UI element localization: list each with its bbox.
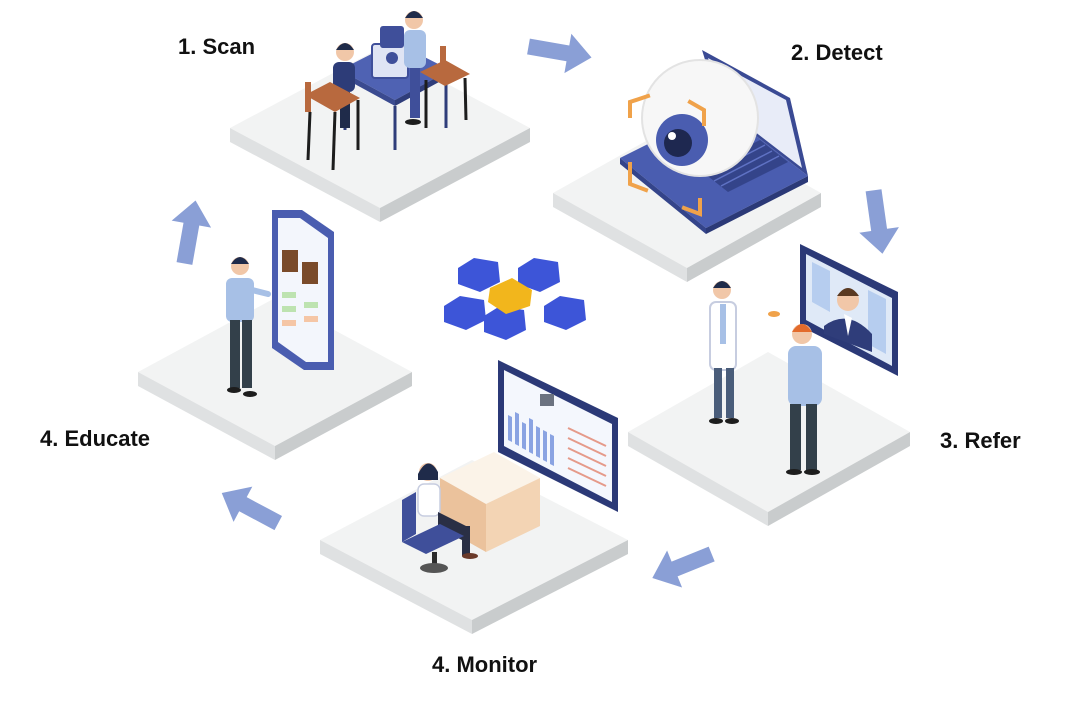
- cycle-arrows: [171, 33, 899, 588]
- step-label-educate: 4. Educate: [40, 426, 151, 451]
- arrow-refer-to-monitor-icon: [652, 546, 715, 588]
- step-label-monitor: 4. Monitor: [432, 652, 538, 677]
- step-label-scan: 1. Scan: [178, 34, 256, 59]
- platform-refer: [628, 352, 910, 526]
- step-label-refer: 3. Refer: [940, 428, 1021, 453]
- platform-educate: [138, 298, 412, 460]
- dashboard-monitor-icon: [402, 360, 618, 573]
- arrow-scan-to-detect-icon: [527, 33, 592, 74]
- eye-detect-laptop-icon: [620, 50, 808, 234]
- eye-scan-station-icon: [305, 11, 470, 171]
- step-label-detect: 2. Detect: [791, 40, 883, 65]
- doctor-teleconsult-icon: [709, 244, 898, 475]
- arrow-monitor-to-educate-icon: [221, 486, 283, 531]
- arrow-detect-to-refer-icon: [859, 189, 899, 254]
- mobile-education-icon: [226, 210, 334, 397]
- arrow-educate-to-scan-icon: [171, 200, 212, 265]
- hexagon-flower-logo-icon: [444, 258, 586, 340]
